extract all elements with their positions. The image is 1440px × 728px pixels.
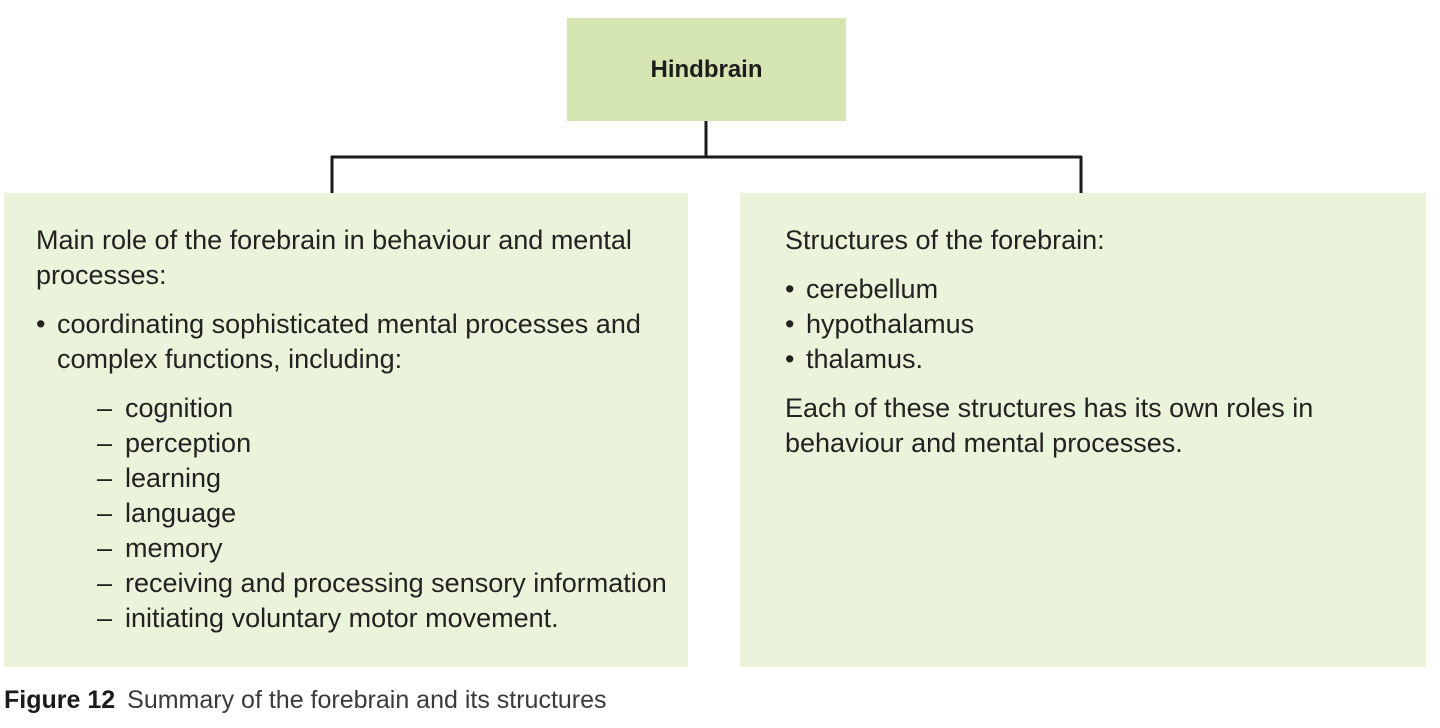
- forebrain-structures-list: cerebellum hypothalamus thalamus.: [785, 272, 1406, 377]
- function-item-learning: learning: [97, 461, 678, 496]
- forebrain-structures-note: Each of these structures has its own rol…: [785, 393, 1314, 458]
- structure-item-thalamus: thalamus.: [785, 342, 1406, 377]
- function-item-motor: initiating voluntary motor movement.: [97, 601, 678, 636]
- function-item-cognition: cognition: [97, 391, 678, 426]
- hindbrain-node: Hindbrain: [567, 18, 846, 121]
- forebrain-role-item-text: coordinating sophisticated mental proces…: [57, 309, 641, 374]
- forebrain-structures-panel: Structures of the forebrain: cerebellum …: [740, 193, 1426, 667]
- function-item-language: language: [97, 496, 678, 531]
- function-item-memory: memory: [97, 531, 678, 566]
- figure-caption-text: Summary of the forebrain and its structu…: [127, 686, 607, 714]
- forebrain-function-list: cognition perception learning language m…: [57, 391, 678, 636]
- function-item-perception: perception: [97, 426, 678, 461]
- forebrain-structures-heading: Structures of the forebrain:: [785, 225, 1105, 255]
- structure-item-hypothalamus: hypothalamus: [785, 307, 1406, 342]
- forebrain-role-item: coordinating sophisticated mental proces…: [36, 307, 678, 636]
- forebrain-role-panel: Main role of the forebrain in behaviour …: [4, 193, 688, 667]
- hindbrain-node-label: Hindbrain: [650, 55, 763, 83]
- forebrain-role-list: coordinating sophisticated mental proces…: [36, 307, 678, 636]
- figure-caption: Figure 12 Summary of the forebrain and it…: [4, 686, 607, 715]
- forebrain-role-heading: Main role of the forebrain in behaviour …: [36, 225, 632, 290]
- structure-item-cerebellum: cerebellum: [785, 272, 1406, 307]
- function-item-sensory: receiving and processing sensory informa…: [97, 566, 678, 601]
- figure-caption-label: Figure 12: [4, 686, 116, 714]
